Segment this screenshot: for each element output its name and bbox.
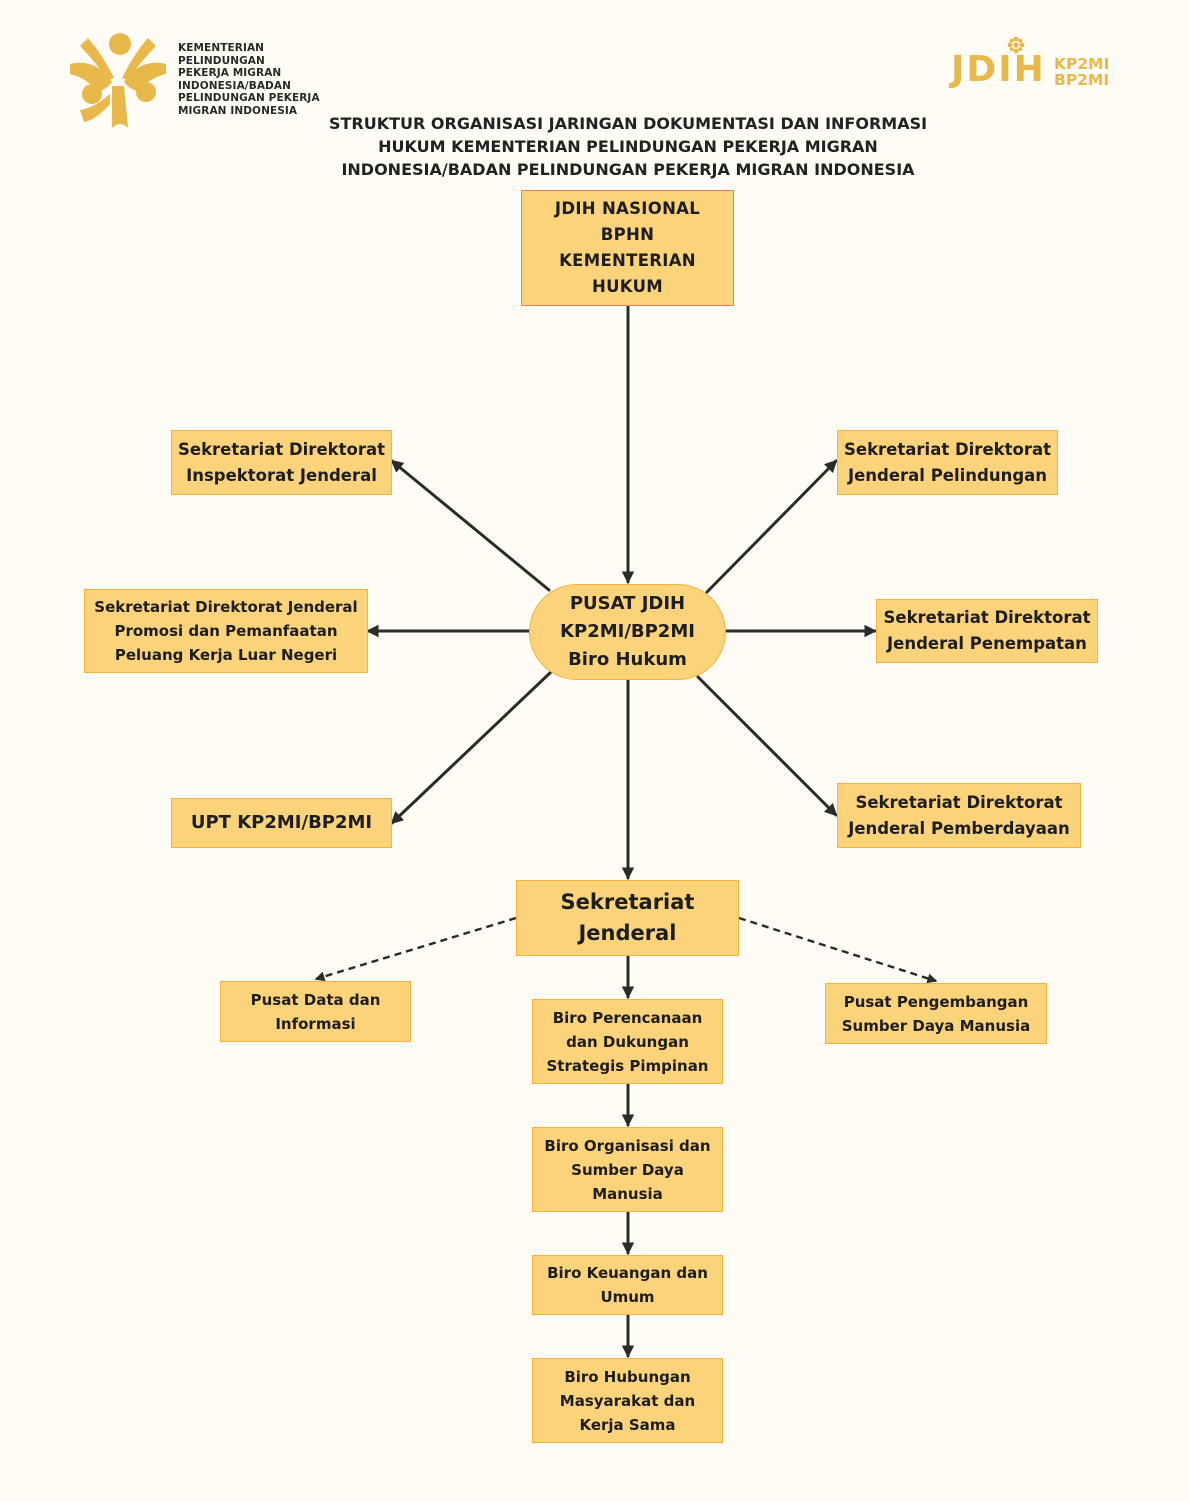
jdih-word: JDIH [951,49,1046,90]
logo-text-line: PELINDUNGAN PEKERJA [178,92,320,104]
node-label: Sumber Daya [571,1160,684,1179]
node-pelindungan: Sekretariat Direktorat Jenderal Pelindun… [837,430,1058,495]
logo-text-line: INDONESIA/BADAN [178,79,291,92]
node-sekretariat-jenderal: Sekretariat Jenderal [516,880,739,956]
node-label: JDIH NASIONAL [554,199,701,218]
kp2mi-emblem-logo [70,33,166,128]
node-label: Pusat Pengembangan [843,992,1029,1011]
node-label: Promosi dan Pemanfaatan [114,622,338,640]
node-label: Biro Keuangan dan [547,1264,708,1282]
title-line: HUKUM KEMENTERIAN PELINDUNGAN PEKERJA MI… [378,137,878,156]
node-pusat-data-informasi: Pusat Data dan Informasi [220,981,411,1042]
node-label: KEMENTERIAN [559,251,696,270]
node-jdih-nasional: JDIH NASIONAL BPHN KEMENTERIAN HUKUM [521,190,734,306]
node-label: Masyarakat dan [559,1391,696,1410]
node-biro-keuangan: Biro Keuangan dan Umum [532,1255,723,1315]
arrow-pusat-to-inspektorat [390,459,551,592]
node-label: Informasi [275,1014,356,1033]
node-penempatan: Sekretariat Direktorat Jenderal Penempat… [876,599,1098,663]
node-biro-organisasi: Biro Organisasi dan Sumber Daya Manusia [532,1127,723,1212]
node-label: Sumber Daya Manusia [841,1016,1031,1035]
title-line: INDONESIA/BADAN PELINDUNGAN PEKERJA MIGR… [341,160,915,179]
node-label: Manusia [592,1184,663,1203]
node-label: PUSAT JDIH [569,593,686,614]
node-label: Sekretariat Direktorat [855,792,1063,812]
node-label: Biro Hubungan [564,1367,691,1386]
dashed-sekjen-to-ppsdm [738,916,938,984]
logo-text-line: MIGRAN INDONESIA [178,104,298,117]
node-label: Sekretariat Direktorat Jenderal [94,598,358,616]
node-pemberdayaan: Sekretariat Direktorat Jenderal Pemberda… [837,783,1081,848]
logo-text-line: PELINDUNGAN [178,54,265,67]
title-line: STRUKTUR ORGANISASI JARINGAN DOKUMENTASI… [328,114,928,133]
diagram-title: STRUKTUR ORGANISASI JARINGAN DOKUMENTASI… [300,112,956,181]
jdih-bp2mi: BP2MI [1054,71,1110,89]
node-label: KP2MI/BP2MI [560,621,695,642]
node-label: Jenderal [578,921,677,945]
node-label: Sekretariat Direktorat [178,439,385,459]
node-biro-perencanaan: Biro Perencanaan dan Dukungan Strategis … [532,999,723,1084]
dashed-sekjen-to-pusdatin [314,916,517,982]
node-label: HUKUM [591,277,664,296]
node-label: Jenderal Pemberdayaan [848,818,1070,838]
node-pusat-pengembangan-sdm: Pusat Pengembangan Sumber Daya Manusia [825,983,1047,1044]
ministry-logo-text: KEMENTERIAN PELINDUNGAN PEKERJA MIGRAN I… [178,42,348,117]
node-label: Jenderal Penempatan [887,634,1087,653]
node-pusat-jdih: PUSAT JDIH KP2MI/BP2MI Biro Hukum [529,584,726,680]
node-label: Umum [600,1288,655,1306]
node-label: UPT KP2MI/BP2MI [190,812,373,833]
node-upt: UPT KP2MI/BP2MI [171,798,392,848]
node-label: Peluang Kerja Luar Negeri [114,646,338,664]
node-label: dan Dukungan [566,1032,689,1051]
jdih-flower-icon [1007,36,1025,54]
logo-text-line: PEKERJA MIGRAN [178,67,282,79]
jdih-logo: JDIH KP2MI BP2MI [951,36,1121,94]
arrow-pusat-to-pelindungan [705,459,838,594]
logo-text-line: KEMENTERIAN [178,42,265,54]
node-label: Biro Perencanaan [552,1008,703,1027]
arrow-pusat-to-pemberdayaan [696,675,838,817]
node-promosi: Sekretariat Direktorat Jenderal Promosi … [84,589,368,673]
jdih-kp2mi: KP2MI [1054,55,1110,73]
node-label: Biro Organisasi dan [544,1136,711,1155]
node-label: Inspektorat Jenderal [186,465,377,485]
arrow-pusat-to-upt [390,670,553,825]
node-label: Biro Hukum [568,649,687,670]
node-label: Sekretariat Direktorat [883,608,1091,627]
node-label: Sekretariat [560,890,695,914]
node-label: Pusat Data dan [250,990,381,1009]
node-inspektorat: Sekretariat Direktorat Inspektorat Jende… [171,430,392,495]
node-label: Kerja Sama [579,1415,676,1434]
node-label: Jenderal Pelindungan [847,465,1048,485]
node-label: Strategis Pimpinan [546,1056,709,1075]
node-label: BPHN [600,225,655,244]
node-label: Sekretariat Direktorat [844,439,1051,459]
node-biro-humas: Biro Hubungan Masyarakat dan Kerja Sama [532,1358,723,1443]
